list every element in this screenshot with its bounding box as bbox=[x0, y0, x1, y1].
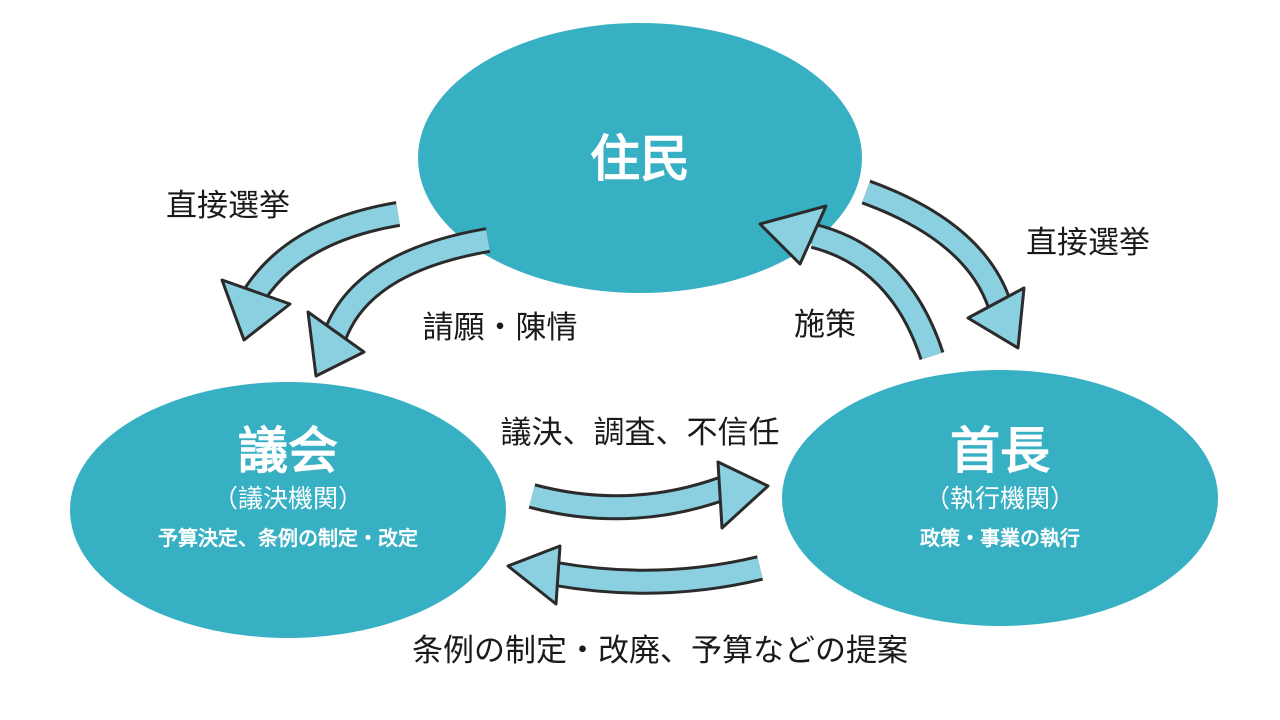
label-mayor-to-residents-policy: 施策 bbox=[794, 307, 856, 343]
label-residents-to-mayor-election: 直接選挙 bbox=[1026, 225, 1150, 261]
assembly-description: 予算決定、条例の制定・改定 bbox=[158, 526, 418, 550]
arrow-residents-to-assembly-election bbox=[220, 201, 401, 342]
mayor-description: 政策・事業の執行 bbox=[920, 526, 1080, 550]
label-residents-to-assembly-election: 直接選挙 bbox=[166, 188, 290, 224]
assembly-title: 議会 bbox=[238, 422, 338, 480]
arrow-assembly-to-mayor bbox=[528, 460, 770, 530]
assembly-subtitle: （議決機関） bbox=[212, 484, 363, 513]
assembly-label: 議会 （議決機関） 予算決定、条例の制定・改定 bbox=[88, 426, 488, 550]
label-assembly-to-mayor: 議決、調査、不信任 bbox=[500, 415, 780, 451]
residents-label: 住民 bbox=[540, 134, 740, 184]
arrow-residents-to-mayor-election bbox=[861, 179, 1026, 350]
label-residents-to-assembly-petition: 請願・陳情 bbox=[422, 310, 578, 346]
arrow-mayor-to-residents-policy bbox=[758, 204, 945, 361]
residents-node bbox=[418, 23, 862, 293]
arrow-mayor-to-assembly bbox=[506, 544, 764, 606]
mayor-label: 首長 （執行機関） 政策・事業の執行 bbox=[800, 426, 1200, 550]
arrow-residents-to-assembly-petition bbox=[306, 227, 491, 378]
mayor-subtitle: （執行機関） bbox=[924, 484, 1075, 513]
assembly-node bbox=[70, 382, 506, 638]
mayor-node bbox=[782, 370, 1218, 626]
label-mayor-to-assembly: 条例の制定・改廃、予算などの提案 bbox=[412, 633, 908, 669]
mayor-title: 首長 bbox=[950, 422, 1050, 480]
residents-title: 住民 bbox=[590, 130, 690, 188]
